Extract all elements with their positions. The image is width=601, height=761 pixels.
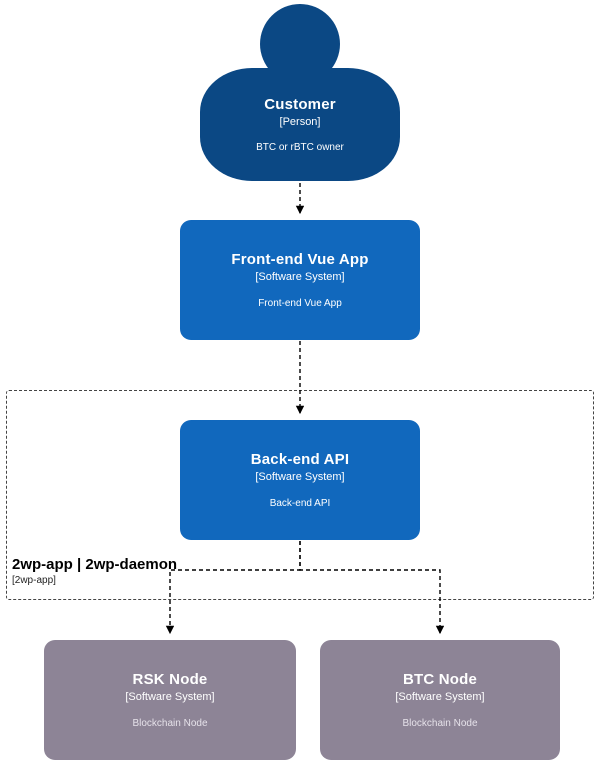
node-customer-description: BTC or rBTC owner [256, 141, 344, 153]
boundary-title: 2wp-app | 2wp-daemon [12, 556, 178, 573]
node-btc-description: Blockchain Node [402, 717, 478, 729]
node-frontend-title: Front-end Vue App [231, 250, 369, 268]
node-btc-subtitle: [Software System] [395, 690, 485, 703]
node-rsk-title: RSK Node [132, 670, 208, 688]
node-backend-api[interactable]: Back-end API [Software System] Back-end … [180, 420, 420, 540]
node-frontend-vue-app[interactable]: Front-end Vue App [Software System] Fron… [180, 220, 420, 340]
node-customer-subtitle: [Person] [279, 115, 321, 128]
node-backend-description: Back-end API [269, 497, 331, 509]
node-btc-node[interactable]: BTC Node [Software System] Blockchain No… [320, 640, 560, 760]
node-btc-title: BTC Node [402, 670, 478, 688]
node-customer[interactable]: Customer [Person] BTC or rBTC owner [200, 68, 400, 181]
system-boundary-label: 2wp-app | 2wp-daemon [2wp-app] [12, 555, 177, 587]
node-customer-title: Customer [264, 95, 336, 113]
node-frontend-description: Front-end Vue App [258, 297, 342, 309]
node-rsk-description: Blockchain Node [132, 717, 208, 729]
node-frontend-subtitle: [Software System] [255, 270, 345, 283]
boundary-subtitle: [2wp-app] [12, 575, 56, 586]
node-backend-subtitle: [Software System] [255, 470, 345, 483]
node-rsk-node[interactable]: RSK Node [Software System] Blockchain No… [44, 640, 296, 760]
node-rsk-subtitle: [Software System] [125, 690, 215, 703]
node-backend-title: Back-end API [250, 450, 350, 468]
